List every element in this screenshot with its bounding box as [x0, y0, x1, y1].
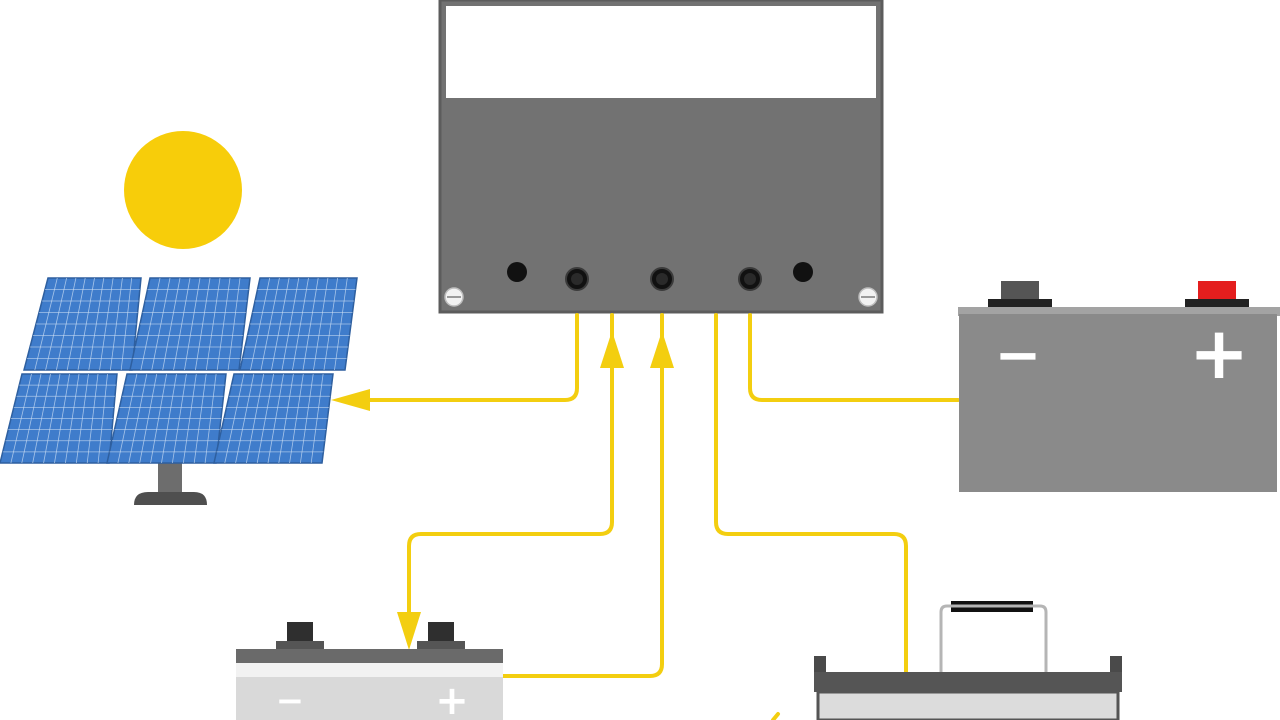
arrow-to-panel	[331, 389, 370, 411]
battery-right-body	[959, 314, 1277, 492]
wire-controller-to-battery-right	[748, 313, 960, 402]
port-5	[793, 262, 813, 282]
controller-display	[446, 6, 876, 98]
battery-bl-terminal-pos	[428, 622, 454, 644]
sun-icon	[124, 131, 242, 249]
load-box-top	[814, 672, 1122, 692]
wire-battery-to-controller	[407, 356, 614, 620]
arrow-up-right	[650, 331, 674, 368]
wire-controller-to-panel	[360, 313, 579, 402]
battery-bl-lid	[236, 649, 503, 663]
battery-bl-terminal-neg	[287, 622, 313, 644]
wire-controller-to-load	[714, 313, 908, 674]
charge-controller-icon	[438, 0, 884, 314]
battery-bottom-left-icon: − +	[236, 622, 503, 720]
battery-right-positive-symbol: +	[1189, 311, 1249, 395]
arrow-up-left	[600, 331, 624, 368]
wire-stub-bottom	[771, 712, 780, 720]
battery-right-lid	[958, 307, 1280, 316]
port-1	[507, 262, 527, 282]
arrow-down-to-battery	[397, 612, 421, 650]
battery-right-terminal-neg	[1001, 281, 1039, 301]
load-box-body	[816, 690, 1120, 720]
battery-right-icon: − +	[958, 281, 1280, 492]
panel-stand	[134, 458, 207, 505]
battery-right-terminal-pos	[1198, 281, 1236, 301]
solar-panel-icon	[0, 277, 358, 505]
wire-controller-to-battery-return	[498, 356, 664, 678]
battery-bl-negative-symbol: −	[276, 681, 305, 720]
wires	[360, 313, 960, 720]
battery-bl-body	[236, 677, 503, 720]
panel-cells	[0, 277, 358, 464]
screw-right	[858, 287, 878, 307]
battery-right-negative-symbol: −	[995, 323, 1042, 388]
load-box-handle	[939, 604, 1048, 672]
arrows	[331, 331, 674, 650]
load-box-icon	[814, 601, 1122, 720]
screw-left	[444, 287, 464, 307]
battery-bl-positive-symbol: +	[435, 678, 469, 720]
